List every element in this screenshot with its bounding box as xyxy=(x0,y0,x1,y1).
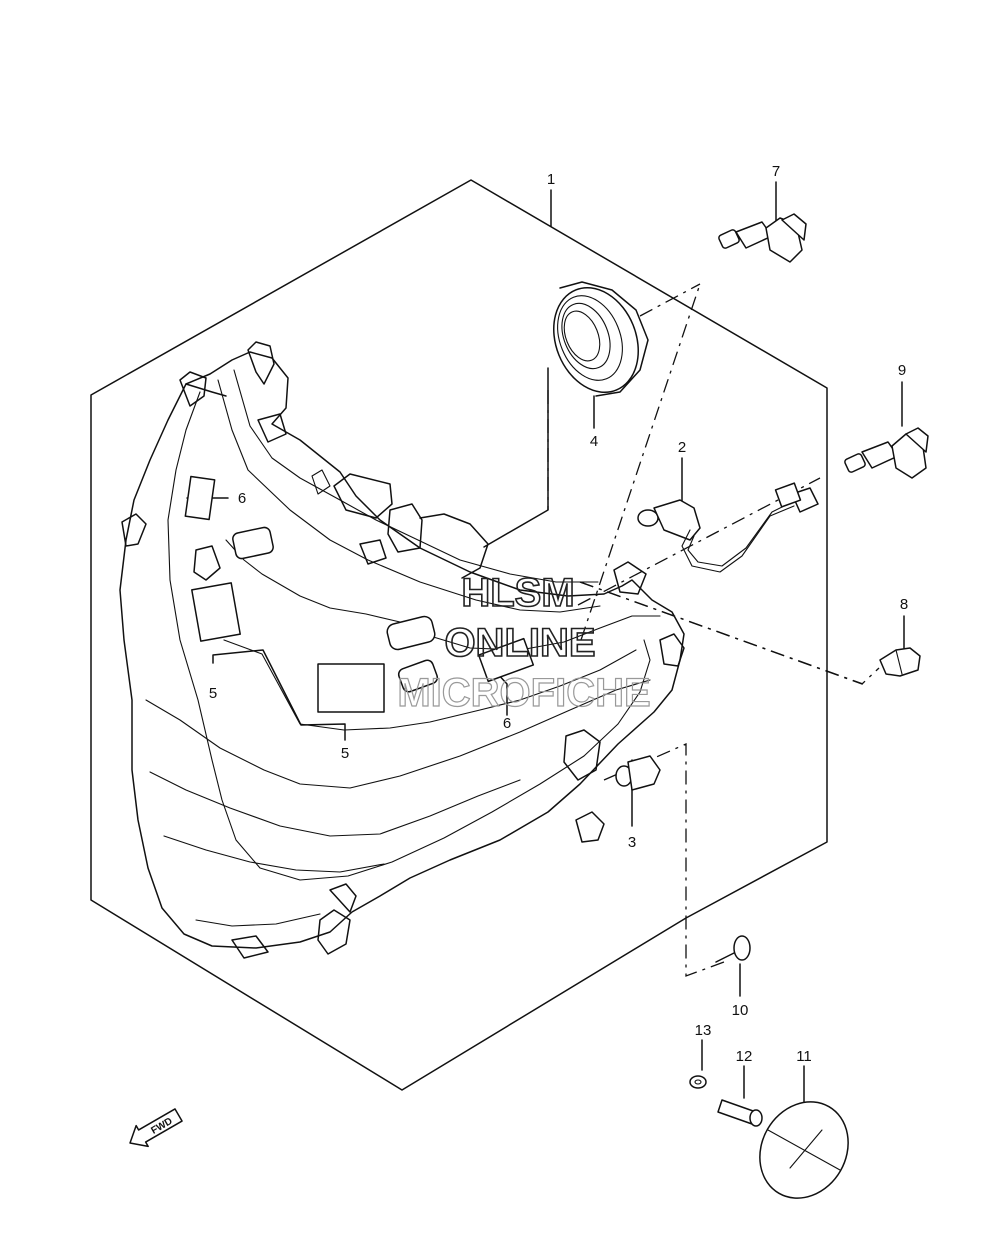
callout-10: 10 xyxy=(732,1002,749,1019)
part-10-screw xyxy=(715,935,751,963)
assembly-outline xyxy=(90,179,828,1091)
part-2-socket-wire xyxy=(637,482,819,573)
watermark: HLSM ONLINE MICROFICHE xyxy=(397,570,652,715)
fwd-label: FWD xyxy=(149,1116,174,1137)
callout-13: 13 xyxy=(695,1022,712,1039)
callout-11: 11 xyxy=(796,1048,812,1065)
watermark-line-1: HLSM xyxy=(461,571,574,615)
part-8-small-bulb xyxy=(879,647,921,677)
callout-6a: 6 xyxy=(238,490,246,507)
part-13-washer xyxy=(689,1075,707,1089)
part-9-bulb xyxy=(844,427,929,479)
watermark-line-3: MICROFICHE xyxy=(397,671,650,715)
part-7-bulb xyxy=(718,213,807,263)
part-12-spacer xyxy=(717,1099,763,1127)
fwd-arrow-icon: FWD xyxy=(129,1108,183,1148)
callout-5a: 5 xyxy=(209,685,217,702)
callout-9: 9 xyxy=(898,362,906,379)
watermark-line-2: ONLINE xyxy=(444,621,595,665)
callout-7: 7 xyxy=(772,163,780,180)
headlamp-housing xyxy=(119,341,685,959)
callout-2: 2 xyxy=(678,439,686,456)
callout-5b: 5 xyxy=(341,745,349,762)
part-4-headlamp-boot xyxy=(553,281,649,397)
callout-3: 3 xyxy=(628,834,636,851)
callout-12: 12 xyxy=(736,1048,753,1065)
callout-8: 8 xyxy=(900,596,908,613)
callout-6b: 6 xyxy=(503,715,511,732)
callout-1: 1 xyxy=(547,171,555,188)
part-11-cap xyxy=(759,1101,849,1199)
callout-4: 4 xyxy=(590,433,598,450)
part-3-grommet xyxy=(615,755,661,791)
